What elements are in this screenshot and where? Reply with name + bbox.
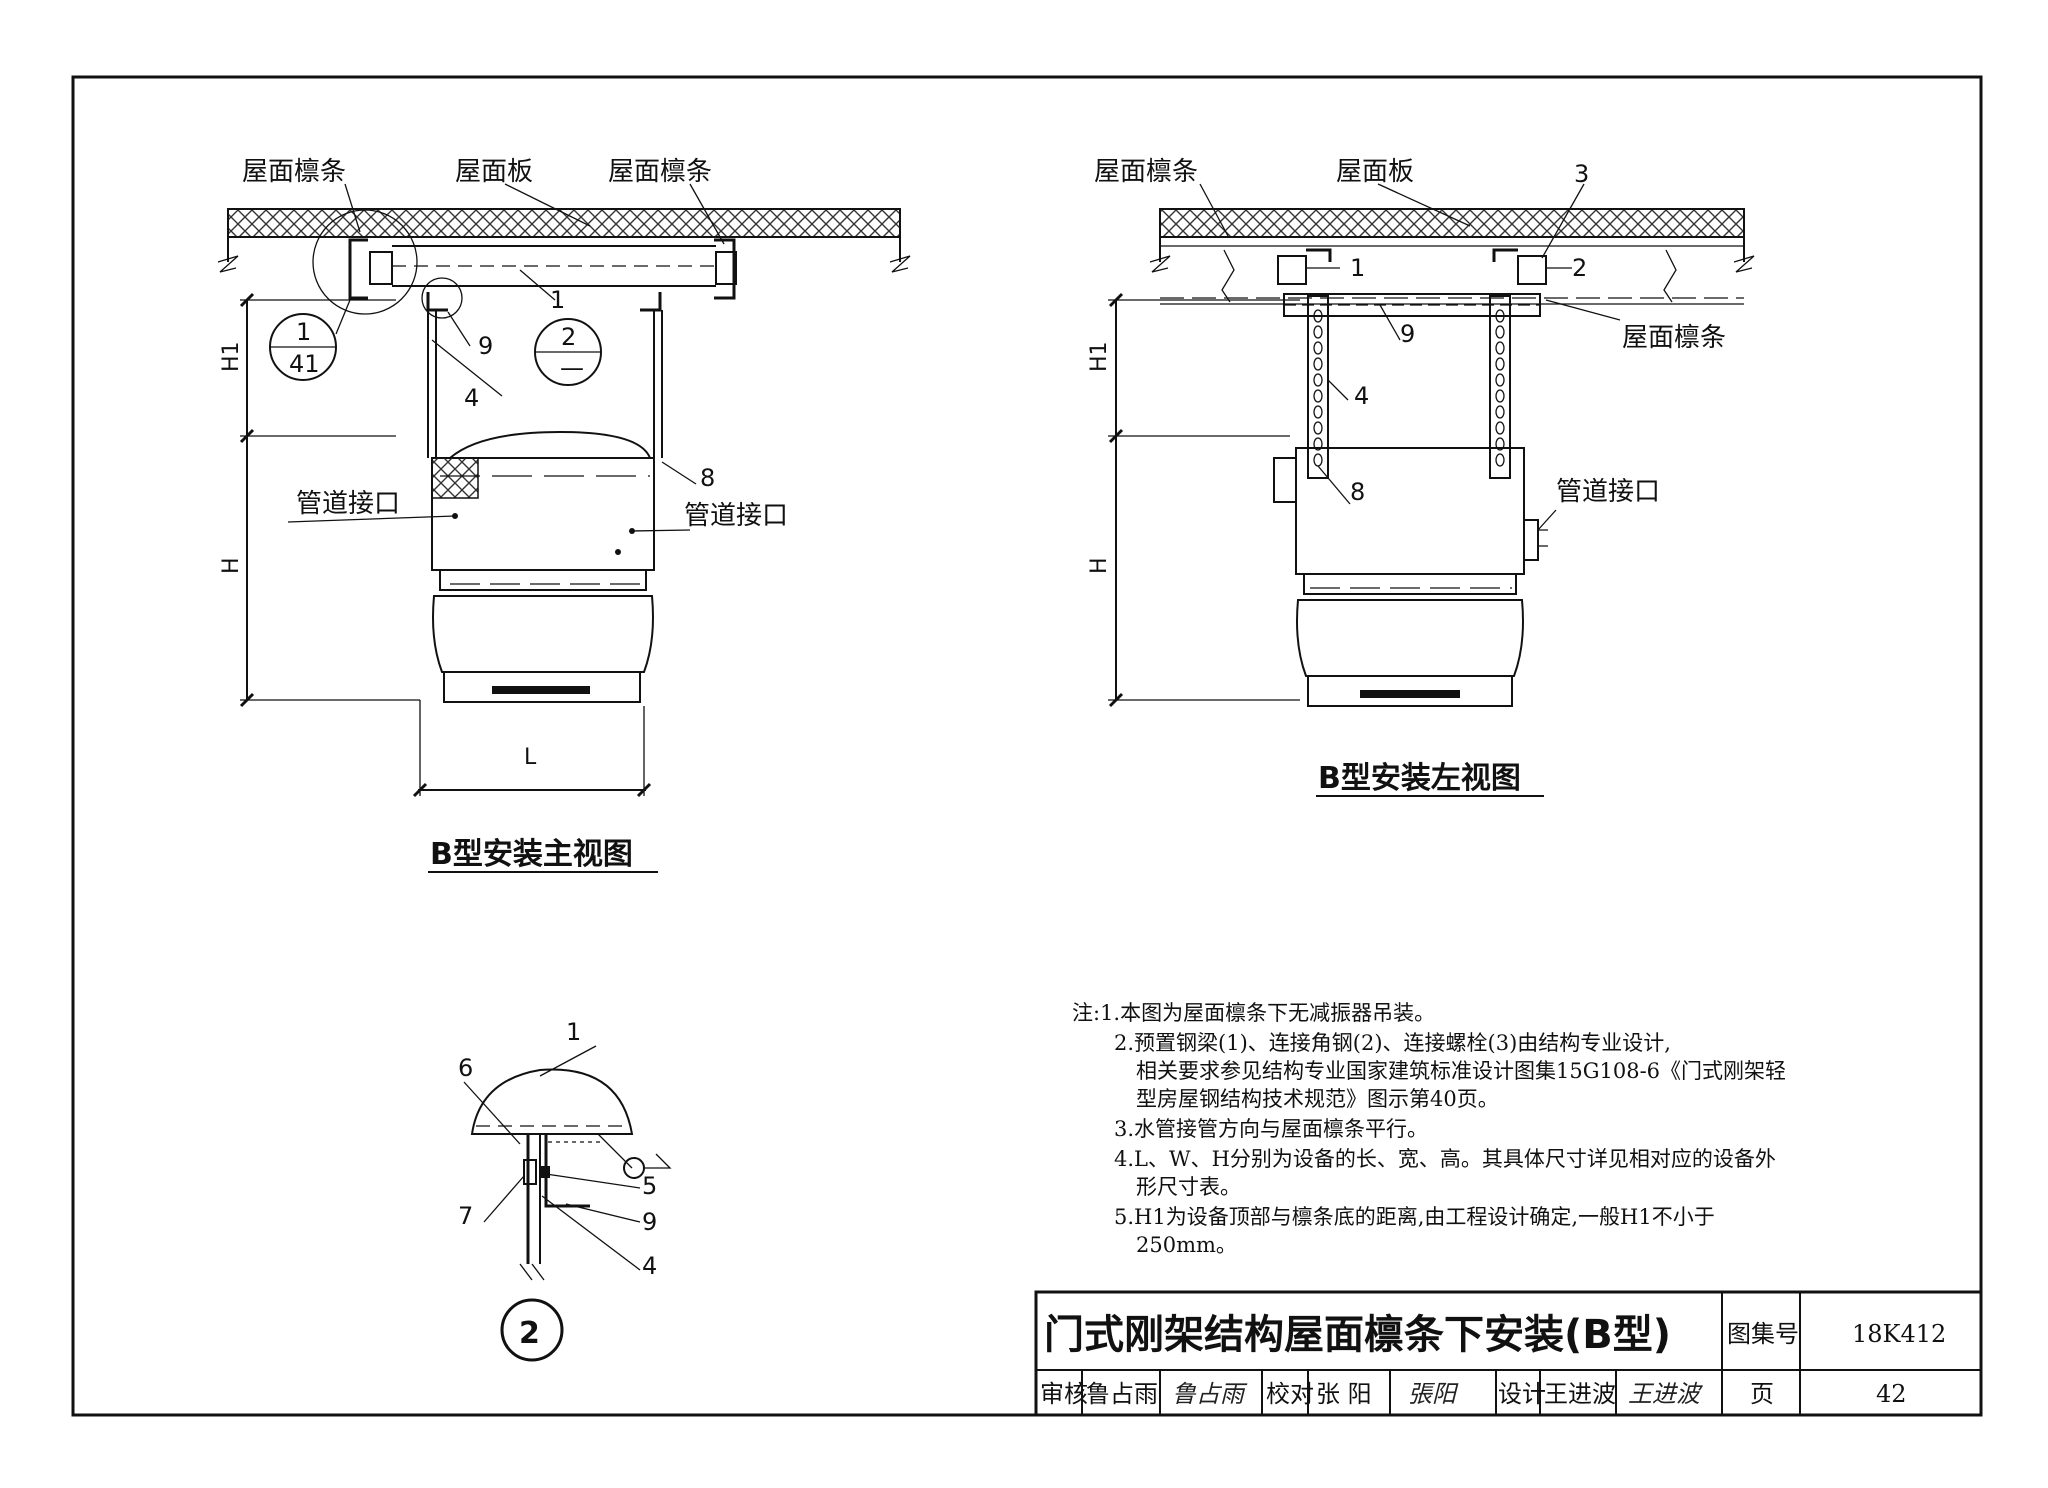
side-hanger-left xyxy=(1307,295,1329,479)
side-callout-3: 3 xyxy=(1574,160,1589,188)
connector-left xyxy=(369,251,393,285)
side-label-purlin-lower: 屋面檩条 xyxy=(1622,323,1726,353)
checker-signature: 張阳 xyxy=(1408,1380,1459,1408)
note-line-9: 250mm。 xyxy=(1136,1233,1237,1257)
atlas-number: 18K412 xyxy=(1852,1320,1946,1348)
atlas-label: 图集号 xyxy=(1727,1320,1799,1348)
page-label: 页 xyxy=(1750,1380,1774,1408)
note-line-6: 4.L、W、H分别为设备的长、宽、高。其具体尺寸详见相对应的设备外 xyxy=(1114,1147,1776,1171)
label-pipe-port-left: 管道接口 xyxy=(296,489,400,519)
side-callout-2: 2 xyxy=(1572,254,1587,282)
detail-callout-9: 9 xyxy=(642,1208,657,1236)
side-roof-panel-hatch xyxy=(1159,208,1745,238)
note-line-7: 形尺寸表。 xyxy=(1136,1175,1241,1199)
label-roof-panel: 屋面板 xyxy=(455,157,533,187)
side-label-roof-panel: 屋面板 xyxy=(1336,157,1414,187)
side-dim-h: H xyxy=(1087,557,1112,574)
callout-8: 8 xyxy=(700,464,715,492)
detail-circle-1 xyxy=(312,209,418,315)
title-block xyxy=(1034,1290,1983,1417)
detail-callout-6: 6 xyxy=(458,1054,473,1082)
page-number: 42 xyxy=(1876,1380,1907,1408)
callout-4: 4 xyxy=(464,384,479,412)
callout-9: 9 xyxy=(478,332,493,360)
detail-callout-4: 4 xyxy=(642,1252,657,1280)
dim-h1: H1 xyxy=(219,341,244,372)
notes-block: 注:1.本图为屋面檩条下无减振器吊装。 2.预置钢梁(1)、连接角钢(2)、连接… xyxy=(1072,1001,1786,1257)
detail-ref-1-top: 1 xyxy=(296,318,311,346)
label-purlin-right: 屋面檩条 xyxy=(608,157,712,187)
design-label: 设计 xyxy=(1498,1380,1546,1408)
side-callout-9: 9 xyxy=(1400,320,1415,348)
detail-callout-7: 7 xyxy=(458,1202,473,1230)
side-connector-right xyxy=(1517,255,1547,285)
note-line-2: 2.预置钢梁(1)、连接角钢(2)、连接螺栓(3)由结构专业设计, xyxy=(1114,1031,1671,1055)
note-line-3: 相关要求参见结构专业国家建筑标准设计图集15G108-6《门式刚架轻 xyxy=(1136,1059,1786,1083)
detail-angle xyxy=(544,1134,590,1208)
detail-beam-section xyxy=(470,1068,634,1135)
drawing-title: 门式刚架结构屋面檩条下安装(B型) xyxy=(1044,1312,1671,1358)
detail-ref-2-top: 2 xyxy=(561,323,576,351)
check-label: 校对 xyxy=(1266,1380,1314,1408)
review-label: 审核 xyxy=(1040,1380,1088,1408)
weld-symbol xyxy=(623,1157,645,1179)
detail-badge-circle xyxy=(500,1298,564,1362)
detail-ref-2-bottom: — xyxy=(560,354,584,382)
dim-h: H xyxy=(219,557,244,574)
detail-ref-1-bottom: 41 xyxy=(289,350,320,378)
side-view xyxy=(1108,183,1755,797)
dim-l: L xyxy=(524,745,537,770)
fan-lower-housing xyxy=(432,595,654,673)
checker-name: 张 阳 xyxy=(1316,1380,1372,1408)
purlin-right xyxy=(714,238,736,300)
designer-name: 王进波 xyxy=(1544,1380,1616,1408)
reviewer-name: 鲁占雨 xyxy=(1086,1380,1158,1408)
side-fan-lower-housing xyxy=(1296,599,1524,677)
designer-signature: 王进波 xyxy=(1628,1380,1704,1408)
note-line-1: 注:1.本图为屋面檩条下无减振器吊装。 xyxy=(1072,1001,1435,1025)
label-pipe-port-right: 管道接口 xyxy=(684,501,788,531)
reviewer-signature: 鲁占雨 xyxy=(1172,1380,1248,1408)
main-view xyxy=(217,183,911,873)
note-line-4: 型房屋钢结构技术规范》图示第40页。 xyxy=(1136,1087,1499,1111)
purlin-left xyxy=(348,238,368,300)
side-callout-8: 8 xyxy=(1350,478,1365,506)
sheet-frame xyxy=(71,75,1983,1417)
side-callout-4: 4 xyxy=(1354,382,1369,410)
side-callout-1: 1 xyxy=(1350,254,1365,282)
detail-badge-number: 2 xyxy=(519,1316,540,1351)
side-label-pipe-port: 管道接口 xyxy=(1556,477,1660,507)
detail-2 xyxy=(463,1045,672,1362)
detail-callout-5: 5 xyxy=(642,1172,657,1200)
callout-1: 1 xyxy=(550,286,565,314)
note-line-8: 5.H1为设备顶部与檩条底的距离,由工程设计确定,一般H1不小于 xyxy=(1114,1205,1715,1229)
side-hanger-right xyxy=(1489,295,1511,479)
side-connector-left xyxy=(1277,255,1307,285)
side-dim-h1: H1 xyxy=(1087,341,1112,372)
detail-circle-2 xyxy=(421,277,463,319)
note-line-5: 3.水管接管方向与屋面檩条平行。 xyxy=(1114,1117,1428,1141)
detail-callout-1: 1 xyxy=(566,1018,581,1046)
fan-dome xyxy=(449,430,651,459)
caption-main-view: B型安装主视图 xyxy=(430,837,633,872)
label-purlin-left: 屋面檩条 xyxy=(242,157,346,187)
caption-side-view: B型安装左视图 xyxy=(1318,761,1521,796)
side-label-purlin: 屋面檩条 xyxy=(1094,157,1198,187)
connector-right xyxy=(715,251,737,285)
